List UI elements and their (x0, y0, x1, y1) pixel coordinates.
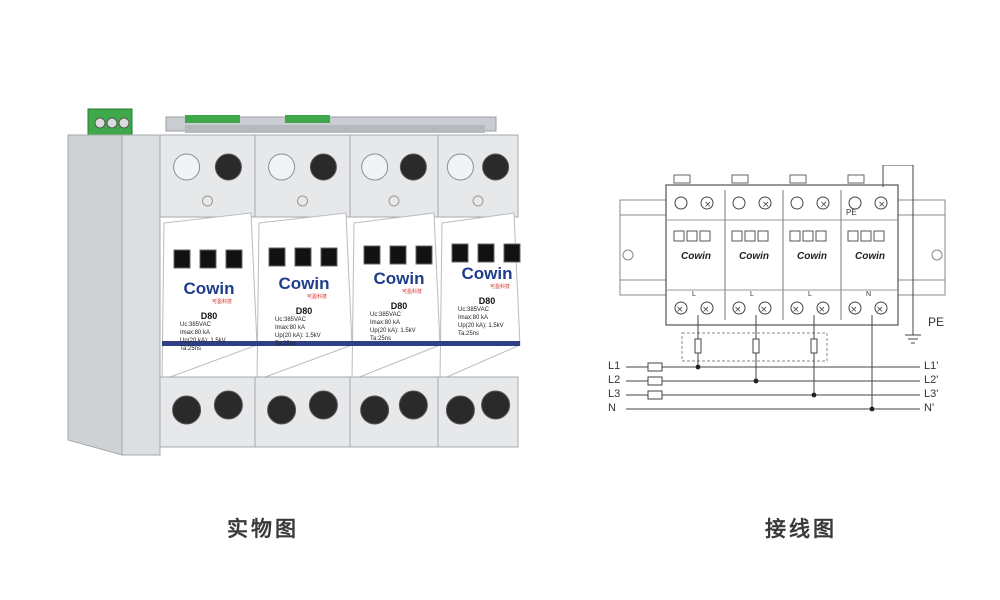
diagram-module: × × × (673, 174, 714, 315)
brand-logo: Cowin (461, 264, 513, 283)
spec-line: Up(20 kA): 1.5kV (275, 333, 321, 339)
model-name: D80 (295, 306, 313, 316)
spec-line: Imax:80 kA (458, 315, 489, 321)
line-label-right: L3' (924, 388, 939, 400)
pe-module-label: PE (846, 208, 857, 217)
model-name: D80 (390, 301, 408, 311)
svg-text:×: × (818, 305, 826, 315)
module-front-label (161, 212, 258, 381)
brand-subtitle: 可盈科技 (401, 289, 422, 295)
module-bottom-label: N (866, 291, 872, 298)
svg-text:×: × (850, 305, 858, 315)
wiring-schematic: × × × × × × × × × × × × (619, 164, 946, 412)
svg-text:×: × (876, 305, 884, 315)
spec-line: Up(20 kA): 1.5kV (180, 338, 226, 344)
svg-text:×: × (762, 200, 770, 210)
brand-logo: Cowin (278, 274, 330, 293)
line-label-right: L1' (924, 360, 939, 372)
pe-label: PE (928, 315, 945, 329)
svg-text:×: × (734, 305, 742, 315)
svg-text:×: × (792, 305, 800, 315)
supply-line (626, 315, 920, 372)
diagram-brand: Cowin (855, 251, 885, 262)
diagram-brand: Cowin (739, 251, 769, 262)
svg-text:×: × (820, 200, 828, 210)
line-label-left: N (608, 402, 616, 414)
line-label-right: N' (924, 402, 935, 414)
spec-line: Uc:385VAC (180, 322, 211, 328)
brand-logo: Cowin (183, 279, 235, 298)
photo-caption: 实物图 (227, 517, 299, 541)
diagram-module: × × × (731, 174, 772, 315)
spec-line: Ta:25ns (275, 341, 297, 347)
svg-text:×: × (704, 200, 712, 210)
svg-text:×: × (878, 200, 886, 210)
module-bottom-terminal (254, 376, 351, 448)
spec-line: Ta:25ns (458, 331, 480, 337)
surge-protector-illustration (67, 108, 521, 456)
spec-line: Imax:80 kA (275, 325, 306, 331)
diagram-brand: Cowin (797, 251, 827, 262)
svg-text:×: × (760, 305, 768, 315)
spec-line: Imax:80 kA (370, 320, 401, 326)
spec-line: Uc:385VAC (370, 312, 401, 318)
diagram-caption: 接线图 (765, 517, 837, 541)
diagram-module: × × × (847, 174, 888, 315)
module-front-label (439, 212, 521, 381)
svg-text:×: × (676, 305, 684, 315)
module-bottom-terminal (159, 376, 256, 448)
spec-line: Ta:25ns (370, 336, 392, 342)
line-label-left: L1 (608, 360, 621, 372)
module-bottom-terminal (349, 376, 439, 448)
spec-line: Imax:80 kA (180, 330, 211, 336)
module-bottom-terminal (437, 376, 519, 448)
green-terminal-block (87, 108, 133, 138)
module-top-terminal (349, 134, 439, 218)
spec-line: Up(20 kA): 1.5kV (370, 328, 416, 334)
model-name: D80 (200, 311, 218, 321)
brand-subtitle: 可盈科技 (306, 294, 327, 300)
brand-subtitle: 可盈科技 (489, 284, 510, 290)
line-label-right: L2' (924, 374, 939, 386)
supply-line (626, 315, 920, 400)
spec-line: Uc:385VAC (458, 307, 489, 313)
spec-line: Up(20 kA): 1.5kV (458, 323, 504, 329)
model-name: D80 (478, 296, 496, 306)
module-top-terminal (437, 134, 519, 218)
module-bottom-label: L (808, 291, 812, 298)
line-label-left: L3 (608, 388, 621, 400)
module-top-terminal (159, 134, 256, 218)
module-top-terminal (254, 134, 351, 218)
module-bottom-label: L (692, 291, 696, 298)
svg-text:×: × (702, 305, 710, 315)
spec-line: Uc:385VAC (275, 317, 306, 323)
line-label-left: L2 (608, 374, 621, 386)
brand-subtitle: 可盈科技 (211, 299, 232, 305)
diagram-module: × × × (789, 174, 830, 315)
supply-line (626, 315, 920, 386)
brand-logo: Cowin (373, 269, 425, 288)
spec-line: Ta:25ns (180, 346, 202, 352)
diagram-brand: Cowin (681, 251, 711, 262)
module-bottom-label: L (750, 291, 754, 298)
supply-line (626, 315, 920, 412)
